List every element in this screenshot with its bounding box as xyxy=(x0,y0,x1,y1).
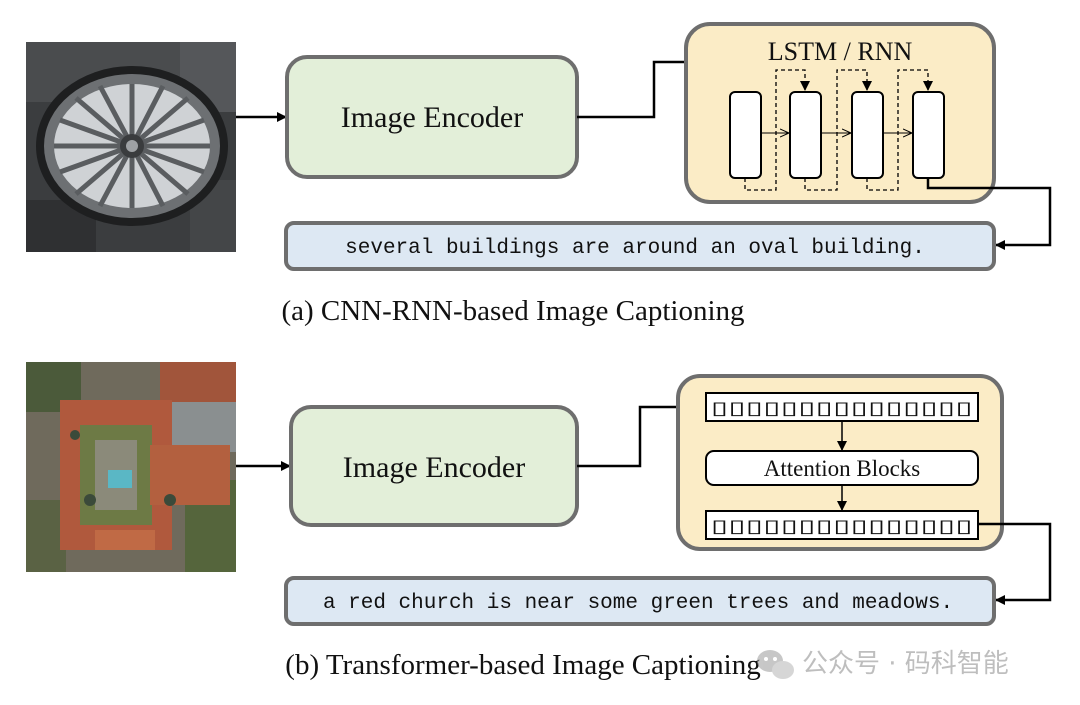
figure-caption-a: (a) CNN-RNN-based Image Captioning xyxy=(281,295,744,327)
lstm-cell-2 xyxy=(789,91,822,179)
caption-box-a xyxy=(284,221,996,271)
aerial-church-photo xyxy=(26,362,236,572)
lstm-cell-3 xyxy=(851,91,884,179)
panel-a: Image Encoder LSTM / RNN sever xyxy=(26,22,1052,327)
image-encoder-label-a: Image Encoder xyxy=(341,101,523,134)
lstm-feedback-loops xyxy=(744,69,933,191)
arrow-lstm-to-caption xyxy=(926,178,1052,250)
token-row-bottom: ▯▯▯▯▯▯▯▯▯▯▯▯▯▯▯ xyxy=(711,516,973,537)
caption-box-b xyxy=(284,576,996,626)
caption-text-b: a red church is near some green trees an… xyxy=(323,592,953,615)
arrow-transformer-to-caption xyxy=(978,522,1052,605)
panel-b: Image Encoder ▯▯▯▯▯▯▯▯▯▯▯▯▯▯▯ Attention … xyxy=(26,362,1052,681)
lstm-cell-1 xyxy=(729,91,762,179)
figure-caption-b: (b) Transformer-based Image Captioning xyxy=(285,649,760,681)
watermark-text: 公众号 · 码科智能 xyxy=(802,649,1009,679)
watermark: 公众号 · 码科智能 xyxy=(757,649,1009,679)
token-row-top: ▯▯▯▯▯▯▯▯▯▯▯▯▯▯▯ xyxy=(711,398,973,419)
lstm-cells xyxy=(729,91,945,179)
token-row-bottom-box xyxy=(705,510,979,540)
caption-text-a: several buildings are around an oval bui… xyxy=(345,237,925,260)
image-encoder-label-b: Image Encoder xyxy=(343,451,525,484)
wechat-icon xyxy=(757,650,794,679)
lstm-rnn-title: LSTM / RNN xyxy=(768,37,913,66)
arrow-encoder-to-transformer xyxy=(577,402,706,468)
aerial-stadium-photo xyxy=(26,42,236,252)
lstm-cell-4 xyxy=(912,91,945,179)
attention-blocks-label: Attention Blocks xyxy=(764,456,921,481)
token-row-top-box xyxy=(705,392,979,422)
